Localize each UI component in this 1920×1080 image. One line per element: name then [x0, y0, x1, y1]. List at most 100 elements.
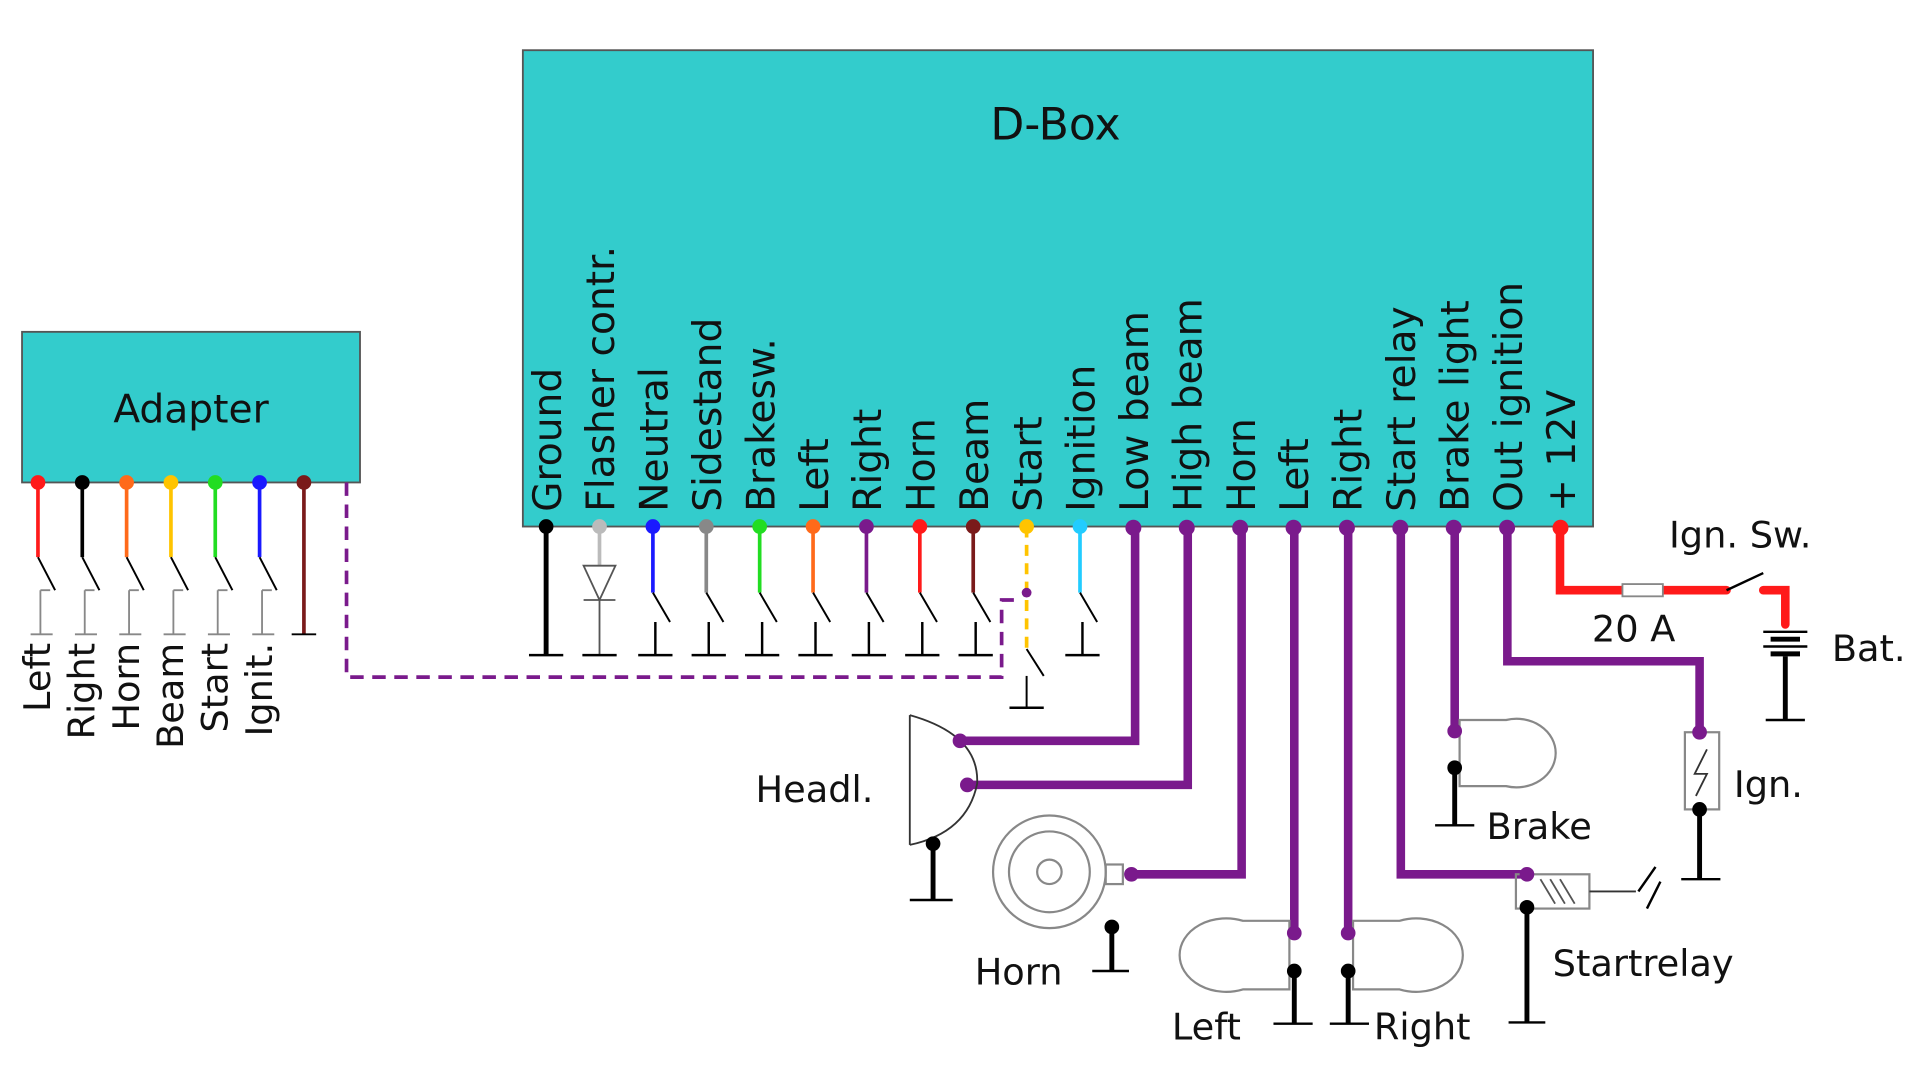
d-box-label-left-14: Left — [1273, 438, 1318, 512]
d-box-ground-brakesw-4 — [744, 622, 780, 657]
brake-light: Brake — [1435, 717, 1592, 848]
ignition-coil-terminal — [1692, 724, 1707, 740]
d-box-pin-beam-8 — [965, 519, 981, 534]
ignition-switch-symbol — [1726, 571, 1764, 592]
adapter-switch-horn — [125, 556, 145, 591]
d-box-pin-neutral-2 — [645, 519, 661, 534]
d-box-label-start-relay-16: Start relay — [1380, 306, 1425, 512]
wire-12v — [1555, 523, 1790, 629]
adapter-ground-left — [30, 589, 53, 636]
d-box-switch-sidestand-3 — [705, 592, 725, 623]
adapter-dashed-link — [344, 482, 1022, 679]
ignition-coil: Ign. — [1681, 724, 1803, 881]
fuse-20a — [1621, 583, 1664, 598]
headlight-high-beam-terminal — [960, 777, 975, 793]
right-indicator-label: Right — [1374, 1006, 1471, 1049]
adapter-ground-beam — [163, 589, 186, 636]
d-box-pin-left-14 — [1285, 519, 1302, 536]
d-box-pin-left-5 — [805, 519, 821, 534]
d-box-output-pins — [1125, 519, 1569, 536]
ignition-spark-symbol — [1693, 748, 1709, 797]
headlight-low-beam-terminal — [952, 733, 968, 749]
d-box-ground-ignition-10 — [1065, 622, 1100, 657]
d-box-ground-neutral-2 — [638, 622, 673, 657]
start-switch-node — [1021, 587, 1032, 598]
d-box-pin-brakesw-4 — [752, 519, 768, 534]
start-relay-switch-contact — [1645, 881, 1662, 910]
right-indicator: Right — [1329, 917, 1471, 1049]
left-bulb-terminal — [1286, 925, 1302, 941]
headlight-label: Headl. — [756, 768, 874, 811]
d-box-switch-horn-7 — [918, 592, 938, 623]
d-box-switch-right-6 — [865, 592, 885, 623]
fuse-label: 20 A — [1592, 608, 1676, 651]
adapter-pin-horn — [119, 475, 134, 490]
output-wiring — [955, 519, 1790, 938]
d-box-ground-horn-7 — [905, 622, 940, 657]
d-box-label-12v-19: + 12V — [1540, 390, 1585, 512]
d-box-ground-beam-8 — [958, 622, 993, 657]
wire-out-ignition — [1503, 523, 1704, 736]
left-indicator-label: Left — [1172, 1006, 1241, 1049]
d-box-body — [521, 49, 1594, 528]
d-box-label-flasher-contr-1: Flasher contr. — [579, 246, 624, 512]
d-box-pin-ignition-10 — [1072, 519, 1088, 534]
right-bulb-glass — [1351, 917, 1464, 993]
d-box-ground-right-6 — [851, 622, 887, 657]
d-box-label-horn-13: Horn — [1220, 418, 1265, 512]
start-relay: Startrelay — [1508, 866, 1734, 1024]
adapter-label-right: Right — [61, 643, 104, 740]
adapter-switch-beam — [170, 556, 189, 591]
horn-terminal — [1124, 866, 1139, 882]
d-box-label-neutral-2: Neutral — [633, 367, 678, 512]
d-box-pin-brake-light-17 — [1445, 519, 1462, 536]
start-relay-coil — [1539, 878, 1576, 905]
wire-horn — [1127, 523, 1246, 879]
d-box-label-ignition-10: Ignition — [1060, 365, 1105, 512]
d-box-label-low-beam-11: Low beam — [1113, 311, 1158, 512]
flasher-led-symbol — [582, 564, 617, 603]
ignition-label: Ign. — [1734, 763, 1803, 806]
d-box-label-left-5: Left — [793, 438, 838, 512]
d-box-switch-beam-8 — [972, 592, 992, 623]
d-box-label-start-9: Start — [1006, 416, 1051, 512]
d-box-pin-sidestand-3 — [698, 519, 714, 534]
adapter-title: Adapter — [113, 387, 269, 432]
d-box-label-high-beam-12: High beam — [1166, 298, 1211, 512]
adapter-switch-start — [214, 556, 234, 591]
adapter-switch-right — [81, 556, 101, 591]
d-box-pin-horn-7 — [912, 519, 928, 534]
d-box-pin-right-15 — [1338, 519, 1355, 536]
d-box-label-horn-7: Horn — [900, 418, 945, 512]
adapter-switch-ignit — [258, 556, 278, 591]
d-box-ground-left-5 — [798, 622, 833, 657]
adapter-label-beam: Beam — [149, 643, 192, 749]
adapter-ground-right — [74, 589, 97, 636]
adapter-pins — [30, 475, 317, 636]
d-box-switch-brakesw-4 — [758, 592, 778, 623]
adapter-ground-start — [207, 589, 230, 636]
d-box-pin-low-beam-11 — [1125, 519, 1142, 536]
horn-terminal-block — [1104, 863, 1124, 886]
horn-center — [1036, 858, 1063, 886]
d-box-pin-high-beam-12 — [1178, 519, 1195, 536]
horn-middle — [1007, 830, 1091, 914]
start-relay-label: Startrelay — [1553, 942, 1734, 985]
d-box-label-brakesw-4: Brakesw. — [739, 338, 784, 512]
left-indicator: Left — [1172, 917, 1313, 1049]
headlight: Headl. — [756, 714, 979, 902]
d-box-pin-start-relay-16 — [1392, 519, 1409, 536]
brake-bulb-terminal — [1447, 723, 1463, 739]
d-box-switch-neutral-2 — [652, 592, 671, 623]
adapter-ground-ignit — [252, 589, 275, 636]
adapter-pin-left — [30, 475, 46, 490]
adapter-label-left: Left — [16, 643, 59, 712]
headlight-reflector — [908, 714, 979, 846]
d-box-pin-12v-19 — [1552, 519, 1569, 536]
adapter-pin-ignit — [252, 475, 267, 490]
ignition-coil-body — [1683, 731, 1721, 811]
start-relay-switch-symbol — [1637, 866, 1657, 893]
d-box-pin-out-ignition-18 — [1499, 519, 1516, 536]
